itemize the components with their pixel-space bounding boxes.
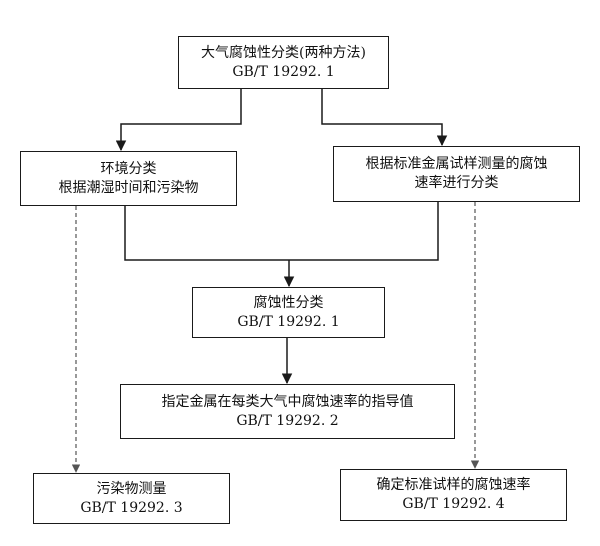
box-guide-standard: GB/T 19292. 2	[236, 412, 339, 429]
box-std-standard: GB/T 19292. 4	[402, 496, 505, 512]
box-guide-title: 指定金属在每类大气中腐蚀速率的指导值	[161, 393, 414, 410]
box-corrosivity-category: 腐蚀性分类 GB/T 19292. 1	[192, 287, 385, 338]
box-corrosivity-classification-two-methods: 大气腐蚀性分类(两种方法) GB/T 19292. 1	[178, 36, 389, 89]
box-environment-classification: 环境分类 根据潮湿时间和污染物	[20, 151, 237, 206]
arrow-top-to-rate	[321, 89, 448, 147]
box-top-standard: GB/T 19292. 1	[232, 63, 335, 80]
merge-rate-branch	[289, 202, 439, 261]
box-top-title: 大气腐蚀性分类(两种方法)	[201, 44, 366, 61]
box-std-title: 确定标准试样的腐蚀速率	[376, 477, 531, 493]
box-guiding-values: 指定金属在每类大气中腐蚀速率的指导值 GB/T 19292. 2	[120, 384, 455, 439]
box-standard-specimen-rate: 确定标准试样的腐蚀速率 GB/T 19292. 4	[340, 469, 567, 521]
arrow-top-to-env	[115, 89, 242, 152]
box-poll-title: 污染物测量	[96, 480, 167, 497]
box-poll-standard: GB/T 19292. 3	[80, 499, 183, 516]
box-pollutant-measurement: 污染物测量 GB/T 19292. 3	[33, 473, 230, 524]
merge-env-branch	[124, 206, 289, 261]
box-rate-line1: 根据标准金属试样测量的腐蚀	[365, 156, 548, 172]
box-cat-standard: GB/T 19292. 1	[237, 313, 340, 330]
box-rate-line2: 速率进行分类	[414, 175, 499, 191]
box-env-subtitle: 根据潮湿时间和污染物	[58, 179, 199, 196]
box-cat-title: 腐蚀性分类	[253, 294, 324, 311]
box-env-title: 环境分类	[100, 160, 157, 177]
box-rate-classification: 根据标准金属试样测量的腐蚀 速率进行分类	[333, 146, 580, 202]
